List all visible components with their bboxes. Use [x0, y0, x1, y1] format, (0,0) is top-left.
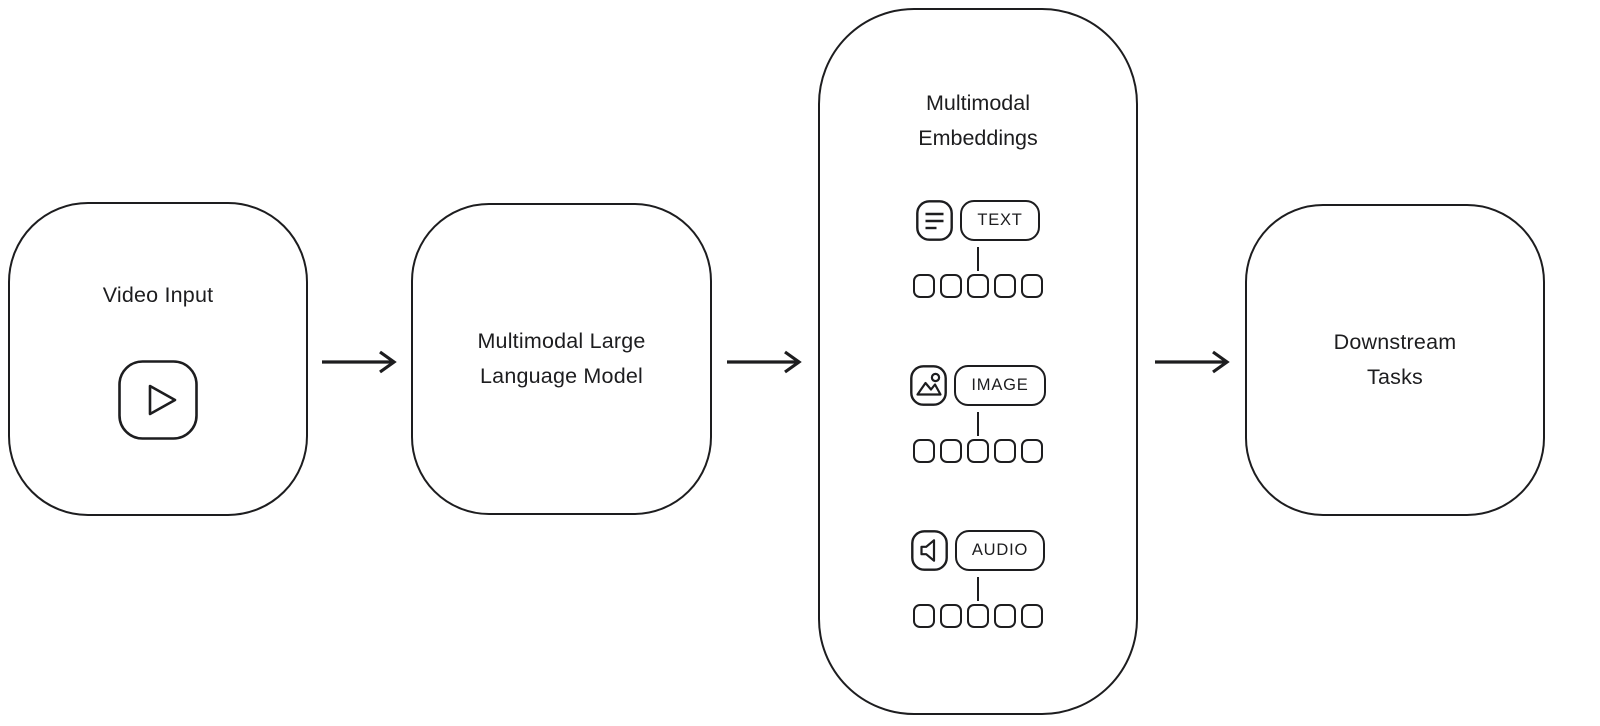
video-input-label: Video Input	[102, 283, 214, 307]
text-connector-line	[976, 247, 980, 271]
arrow-mllm-to-embeddings	[727, 350, 802, 374]
text-lines-icon	[916, 200, 954, 241]
audio-connector-line	[976, 577, 980, 601]
mllm-label: Multimodal Large Language Model	[477, 329, 646, 388]
token-square	[1021, 274, 1043, 298]
audio-pill: AUDIO	[954, 530, 1046, 571]
token-square	[913, 274, 935, 298]
token-square	[967, 604, 989, 628]
token-square	[940, 604, 962, 628]
audio-row: AUDIO	[910, 530, 1046, 571]
token-square	[913, 439, 935, 463]
token-square	[994, 439, 1016, 463]
text-token-row	[913, 274, 1043, 298]
node-multimodal-embeddings: Multimodal Embeddings TEXT	[818, 8, 1138, 715]
arrow-video-to-mllm	[322, 350, 397, 374]
node-video-input: Video Input	[8, 202, 308, 516]
image-token-row	[913, 439, 1043, 463]
image-icon	[910, 365, 948, 406]
token-square	[1021, 604, 1043, 628]
token-square	[967, 274, 989, 298]
arrow-embeddings-to-downstream	[1155, 350, 1230, 374]
modality-text: TEXT	[820, 200, 1136, 298]
embeddings-title: Multimodal Embeddings	[918, 91, 1038, 150]
image-row: IMAGE	[910, 365, 1046, 406]
image-connector-line	[976, 412, 980, 436]
node-downstream-tasks: Downstream Tasks	[1245, 204, 1545, 516]
node-multimodal-llm: Multimodal Large Language Model	[411, 203, 712, 515]
downstream-tasks-label: Downstream Tasks	[1333, 330, 1457, 389]
token-square	[913, 604, 935, 628]
token-square	[994, 604, 1016, 628]
audio-token-row	[913, 604, 1043, 628]
token-square	[940, 274, 962, 298]
token-square	[994, 274, 1016, 298]
text-row: TEXT	[916, 200, 1040, 241]
image-pill: IMAGE	[954, 365, 1046, 406]
modality-audio: AUDIO	[820, 530, 1136, 628]
token-square	[1021, 439, 1043, 463]
token-square	[940, 439, 962, 463]
speaker-icon	[910, 530, 948, 571]
modality-image: IMAGE	[820, 365, 1136, 463]
play-icon	[118, 360, 198, 440]
text-pill: TEXT	[960, 200, 1040, 241]
token-square	[967, 439, 989, 463]
